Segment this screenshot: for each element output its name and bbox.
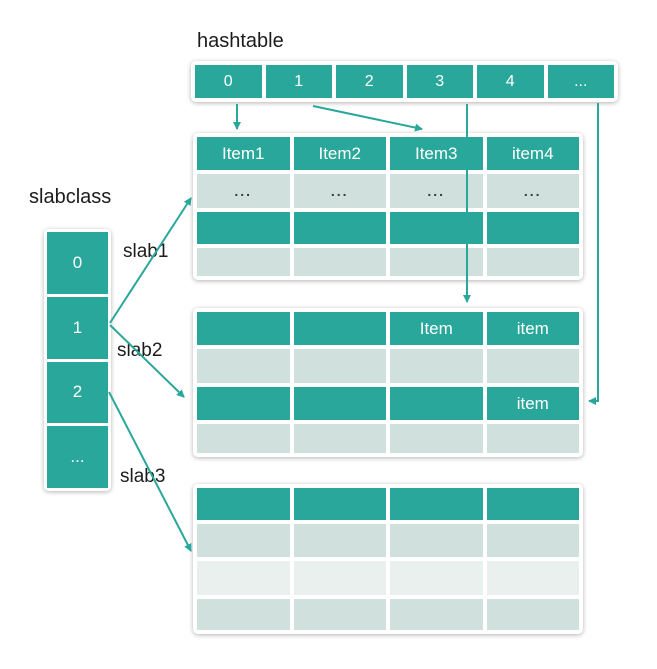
slab2-cell xyxy=(293,387,386,420)
slab2-cell: Item xyxy=(390,312,483,345)
hashtable-cell-more: ... xyxy=(547,65,614,98)
slab3-cell xyxy=(293,524,386,557)
slab3-table xyxy=(193,484,583,634)
slab3-label: slab3 xyxy=(120,466,166,487)
slab1-table: Item1 Item2 Item3 item4 ... ... ... ... xyxy=(193,133,583,280)
slab2-cell: item xyxy=(486,387,579,420)
slab1-cell: Item2 xyxy=(293,137,386,170)
slab2-cell: item xyxy=(486,312,579,345)
hashtable-title: hashtable xyxy=(197,30,284,52)
hashtable-cell-4: 4 xyxy=(477,65,544,98)
slab2-cell xyxy=(486,349,579,383)
slab3-cell xyxy=(390,599,483,630)
slabclass-title: slabclass xyxy=(29,186,112,208)
slab2-cell xyxy=(293,312,386,345)
slab2-cell xyxy=(390,387,483,420)
slab2-cell xyxy=(390,424,483,453)
slab3-cell xyxy=(293,561,386,595)
slab1-cell xyxy=(486,212,579,244)
slabclass-cell-2: 2 xyxy=(47,361,108,424)
slab3-cell xyxy=(486,488,579,520)
slab3-cell xyxy=(197,488,290,520)
slab3-cell xyxy=(197,599,290,630)
slabclass-column: 0 1 2 ... xyxy=(44,229,111,491)
slab1-cell: ... xyxy=(390,174,483,208)
hashtable-cell-3: 3 xyxy=(406,65,473,98)
slab1-cell xyxy=(197,212,290,244)
slab2-cell xyxy=(293,349,386,383)
arrow-hashmore-to-slab2-item xyxy=(588,103,599,405)
slab2-cell xyxy=(293,424,386,453)
slab3-cell xyxy=(390,524,483,557)
slab3-cell xyxy=(293,599,386,630)
slab3-cell xyxy=(486,599,579,630)
slab3-cell xyxy=(197,561,290,595)
slab1-cell: ... xyxy=(293,174,386,208)
slab1-cell: ... xyxy=(486,174,579,208)
slab2-label: slab2 xyxy=(117,340,163,361)
slab1-label: slab1 xyxy=(123,241,169,262)
slab3-cell xyxy=(390,488,483,520)
slab3-cell xyxy=(293,488,386,520)
slab1-cell xyxy=(486,248,579,276)
slab1-cell: Item3 xyxy=(390,137,483,170)
slab1-cell xyxy=(293,248,386,276)
hashtable-cell-1: 1 xyxy=(265,65,332,98)
slab1-cell xyxy=(390,248,483,276)
slab1-cell: ... xyxy=(197,174,290,208)
slab2-cell xyxy=(197,387,290,420)
slab1-cell xyxy=(390,212,483,244)
hashtable-cell-2: 2 xyxy=(336,65,403,98)
hashtable: 0 1 2 3 4 ... xyxy=(191,61,618,102)
slab1-cell xyxy=(197,248,290,276)
slab2-table: Item item item xyxy=(193,308,583,457)
slab3-cell xyxy=(390,561,483,595)
arrow-hash1-to-slab1-item3 xyxy=(312,105,423,132)
slab2-cell xyxy=(197,424,290,453)
slabclass-cell-1: 1 xyxy=(47,296,108,359)
slab3-cell xyxy=(486,561,579,595)
slabclass-cell-0: 0 xyxy=(47,232,108,294)
slab3-cell xyxy=(486,524,579,557)
slab2-cell xyxy=(197,349,290,383)
slabclass-cell-more: ... xyxy=(47,426,108,488)
slab2-cell xyxy=(197,312,290,345)
slab1-cell: Item1 xyxy=(197,137,290,170)
slab2-cell xyxy=(486,424,579,453)
slab1-cell: item4 xyxy=(486,137,579,170)
slab2-cell xyxy=(390,349,483,383)
slab3-cell xyxy=(197,524,290,557)
slab1-cell xyxy=(293,212,386,244)
hashtable-cell-0: 0 xyxy=(195,65,262,98)
